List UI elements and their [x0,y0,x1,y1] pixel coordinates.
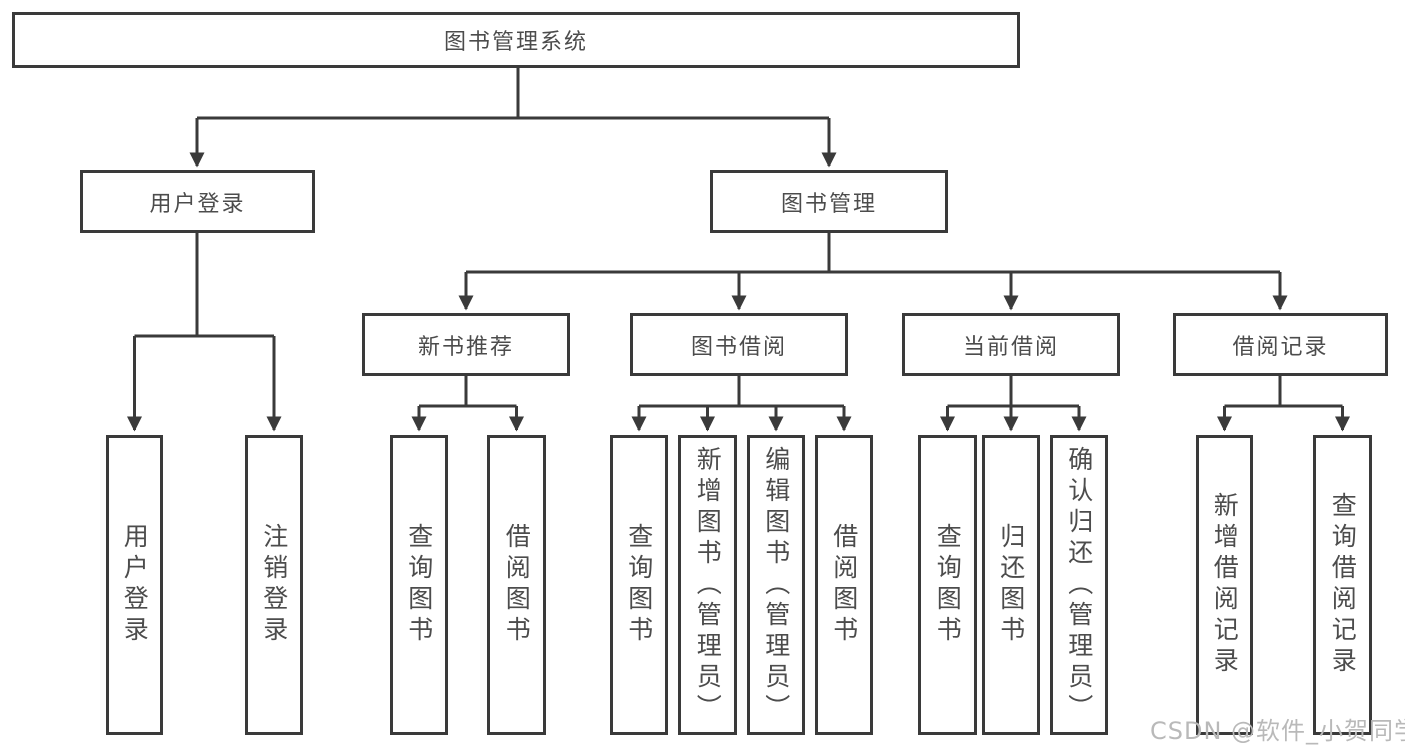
node-new-book-recommend: 新书推荐 [362,313,570,376]
leaf-nb-borrow-books: 借阅图书 [487,435,546,735]
csdn-watermark: CSDN @软件_小贺同学 [1150,717,1405,745]
leaf-cb-confirm-return-admin: 确认归还（管理员） [1050,435,1108,735]
leaf-cb-query-books: 查询图书 [918,435,977,735]
node-book-management: 图书管理 [710,170,948,233]
leaf-nb-query-books: 查询图书 [390,435,448,735]
leaf-user-login: 用户登录 [106,435,163,735]
leaf-cb-return-books: 归还图书 [982,435,1040,735]
leaf-bb-edit-books-admin: 编辑图书（管理员） [747,435,805,735]
leaf-logout: 注销登录 [245,435,303,735]
node-root-system: 图书管理系统 [12,12,1020,68]
leaf-br-add-record: 新增借阅记录 [1196,435,1253,735]
node-user-login: 用户登录 [80,170,315,233]
node-book-borrow: 图书借阅 [630,313,848,376]
node-current-borrow: 当前借阅 [902,313,1120,376]
leaf-br-query-record: 查询借阅记录 [1313,435,1372,735]
leaf-bb-query-books: 查询图书 [610,435,668,735]
leaf-bb-borrow-books: 借阅图书 [815,435,873,735]
leaf-bb-add-books-admin: 新增图书（管理员） [678,435,737,735]
node-borrow-record: 借阅记录 [1173,313,1388,376]
